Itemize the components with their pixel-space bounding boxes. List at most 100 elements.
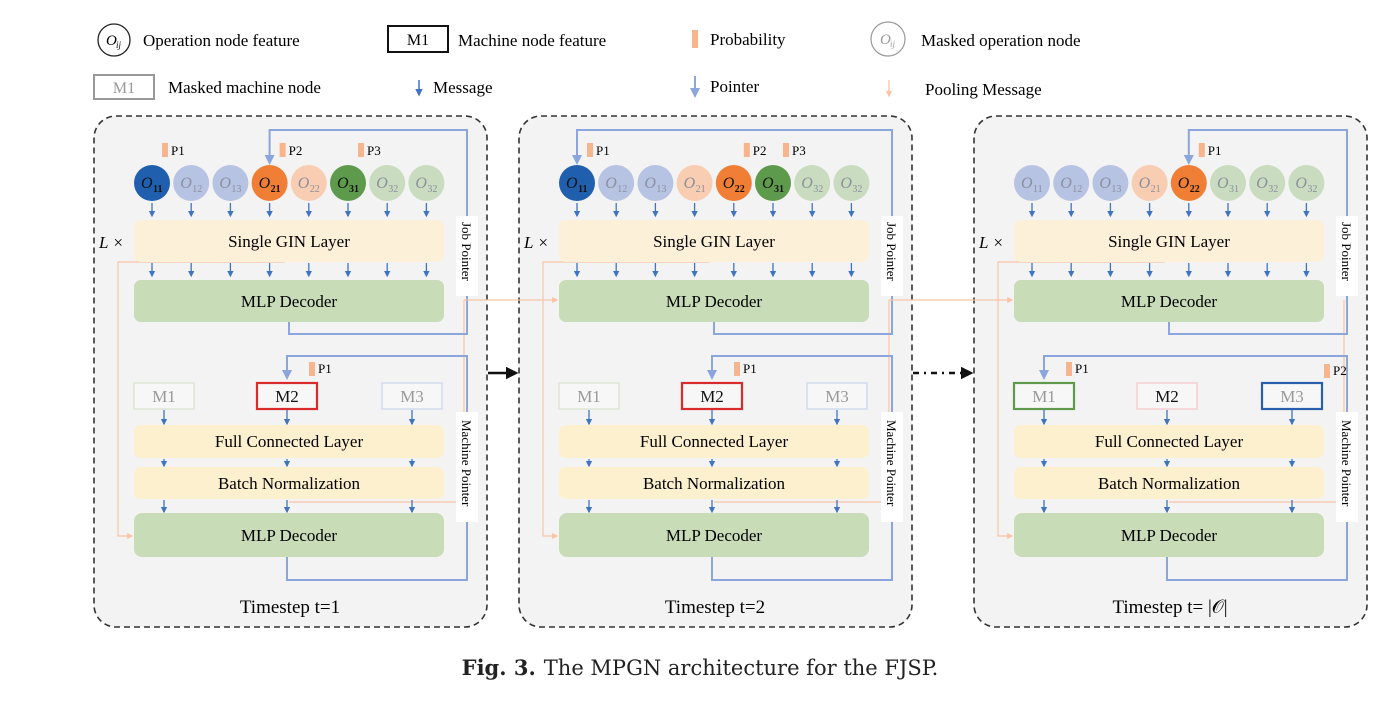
mlp-decoder-label: MLP Decoder xyxy=(1121,292,1217,311)
job-pointer-label-box xyxy=(456,216,478,296)
gin-layer-block xyxy=(559,220,869,262)
legend-masked-op-label: Masked operation node xyxy=(921,31,1081,50)
machine-node-m1 xyxy=(133,382,195,410)
mlp-decoder-label: MLP Decoder xyxy=(241,292,337,311)
timestep-label: Timestep t= |𝒪| xyxy=(1112,597,1227,618)
job-pointer-label-box xyxy=(1336,216,1358,296)
operation-subscript: 32 xyxy=(1307,184,1317,195)
fc-layer-label: Full Connected Layer xyxy=(1095,432,1244,451)
fc-layer-block xyxy=(559,425,869,458)
machine-label: M2 xyxy=(275,387,299,406)
fc-layer-label: Full Connected Layer xyxy=(640,432,789,451)
machine-label: M2 xyxy=(1155,387,1179,406)
operation-subscript: 12 xyxy=(192,184,202,195)
operation-node-circle xyxy=(833,165,870,201)
machine-node-m2 xyxy=(255,381,319,411)
probability-bar-icon xyxy=(162,143,168,157)
operation-subscript: 22 xyxy=(735,184,745,195)
probability-bar-icon xyxy=(358,143,364,157)
probability-bar-icon xyxy=(1324,364,1330,378)
batch-norm-label: Batch Normalization xyxy=(1098,474,1241,493)
legend-message-label: Message xyxy=(433,78,492,97)
probability-label: P3 xyxy=(792,143,806,158)
operation-symbol: O xyxy=(376,175,388,192)
operation-symbol: O xyxy=(180,175,192,192)
operation-subscript: 32 xyxy=(852,184,862,195)
machine-node-m3 xyxy=(381,382,443,410)
operation-node-circle xyxy=(330,165,366,201)
operation-symbol: O xyxy=(840,175,852,192)
operation-node-circle xyxy=(559,165,595,201)
fc-layer-block xyxy=(134,425,444,458)
operation-subscript: 31 xyxy=(1229,184,1239,195)
probability-bar-icon xyxy=(734,362,740,376)
gin-layer-block xyxy=(1014,220,1324,262)
operation-subscript: 11 xyxy=(1033,184,1043,195)
repeat-label: L × xyxy=(98,233,124,252)
legend-op-symbol: O xyxy=(106,33,117,49)
operation-subscript: 21 xyxy=(1151,184,1161,195)
probability-label: P1 xyxy=(743,361,757,376)
operation-node-circle xyxy=(1014,165,1050,201)
operation-node-circle xyxy=(637,165,674,201)
operation-symbol: O xyxy=(644,175,656,192)
repeat-label: L × xyxy=(978,233,1004,252)
operation-node-circle xyxy=(173,165,210,201)
operation-symbol: O xyxy=(1060,175,1072,192)
probability-bar-icon xyxy=(587,143,593,157)
machine-label: M3 xyxy=(1280,387,1304,406)
job-pointer-label: Job Pointer xyxy=(459,222,474,282)
operation-subscript: 32 xyxy=(388,184,398,195)
legend-machine-symbol: M1 xyxy=(407,32,429,49)
legend-pooling-message: Pooling Message xyxy=(885,80,1042,99)
legend-message: Message xyxy=(415,78,492,97)
probability-label: P2 xyxy=(1333,363,1347,378)
legend-operation-node: O ij Operation node feature xyxy=(97,23,300,57)
operation-symbol: O xyxy=(1021,175,1033,192)
legend-probability: Probability xyxy=(692,30,786,49)
machine-pointer-label: Machine Pointer xyxy=(884,420,899,507)
operation-symbol: O xyxy=(1217,175,1229,192)
batch-norm-block xyxy=(559,467,869,499)
operation-subscript: 31 xyxy=(774,184,784,195)
probability-bar-icon xyxy=(1066,362,1072,376)
probability-bar-icon xyxy=(783,143,789,157)
operation-subscript: 31 xyxy=(349,184,359,195)
caption-text: The MPGN architecture for the FJSP. xyxy=(543,656,939,680)
legend-op-label: Operation node feature xyxy=(143,31,300,50)
probability-label: P1 xyxy=(1208,143,1222,158)
probability-bar-icon xyxy=(1198,143,1205,157)
operation-node-circle xyxy=(290,165,327,201)
probability-label: P1 xyxy=(1075,361,1089,376)
machine-label: M1 xyxy=(152,387,176,406)
operation-node-circle xyxy=(1170,165,1207,201)
probability-label: P1 xyxy=(318,361,332,376)
batch-norm-block xyxy=(134,467,444,499)
machine-node-m2 xyxy=(680,381,744,411)
probability-label: P2 xyxy=(753,143,767,158)
operation-symbol: O xyxy=(298,175,310,192)
operation-symbol: O xyxy=(337,175,349,192)
legend-pointer: Pointer xyxy=(690,76,759,98)
operation-subscript: 32 xyxy=(813,184,823,195)
legend-masked-operation-node: O ij Masked operation node xyxy=(870,21,1081,57)
operation-symbol: O xyxy=(1256,175,1268,192)
fc-layer-label: Full Connected Layer xyxy=(215,432,364,451)
operation-node-circle xyxy=(1131,165,1168,201)
mlp-decoder-block xyxy=(134,280,444,322)
machine-node-icon xyxy=(387,25,449,53)
machine-label: M1 xyxy=(1032,387,1056,406)
probability-label: P3 xyxy=(367,143,381,158)
legend-masked-machine-label: Masked machine node xyxy=(168,78,321,97)
